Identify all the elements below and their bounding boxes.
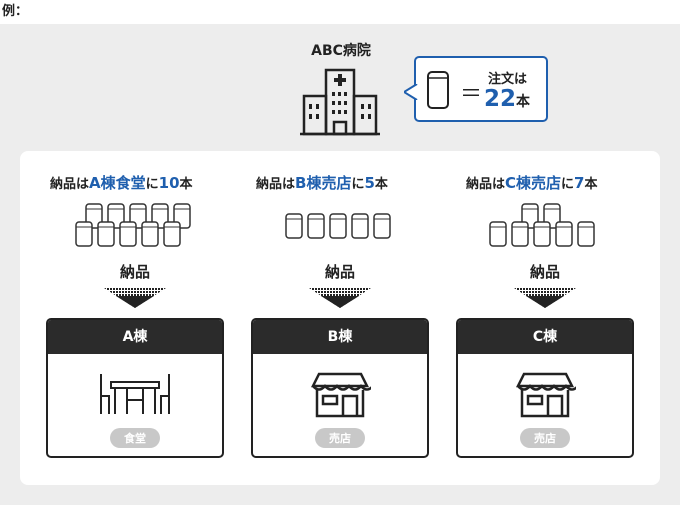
down-arrow-c xyxy=(514,288,576,308)
hospital-icon xyxy=(300,68,380,136)
deliver-label-a: 納品 xyxy=(119,263,150,281)
facility-badge-b: 売店 xyxy=(315,428,365,448)
deliver-label-b: 納品 xyxy=(324,263,355,281)
shop-icon xyxy=(515,372,576,418)
down-arrow-a xyxy=(104,288,166,308)
shop-icon xyxy=(310,372,371,418)
column-heading-c: 納品はC棟売店に7本 xyxy=(466,174,598,192)
table-chairs-icon xyxy=(100,374,170,414)
callout-tail xyxy=(404,84,418,100)
cans-group-b xyxy=(285,213,391,239)
order-label: 注文は xyxy=(488,72,528,87)
column-heading-a: 納品はA棟食堂に10本 xyxy=(50,174,193,192)
building-a-title: A棟 xyxy=(48,320,222,354)
facility-badge-a: 食堂 xyxy=(110,428,160,448)
can-icon xyxy=(427,71,449,109)
building-c-title: C棟 xyxy=(458,320,632,354)
equals-sign: ＝ xyxy=(460,82,483,107)
example-label: 例： xyxy=(2,4,29,19)
cans-group-a xyxy=(75,203,191,247)
column-heading-b: 納品はB棟売店に5本 xyxy=(256,174,388,192)
hospital-name: ABC病院 xyxy=(311,43,371,59)
deliver-label-c: 納品 xyxy=(529,263,560,281)
cans-group-c xyxy=(489,203,595,247)
building-b-title: B棟 xyxy=(253,320,427,354)
order-quantity: 22本 xyxy=(484,86,531,112)
building-c: C棟 売店 xyxy=(456,318,634,458)
building-a: A棟 食堂 xyxy=(46,318,224,458)
order-callout: ＝ 注文は 22本 xyxy=(404,56,548,122)
building-b: B棟 売店 xyxy=(251,318,429,458)
down-arrow-b xyxy=(309,288,371,308)
facility-badge-c: 売店 xyxy=(520,428,570,448)
